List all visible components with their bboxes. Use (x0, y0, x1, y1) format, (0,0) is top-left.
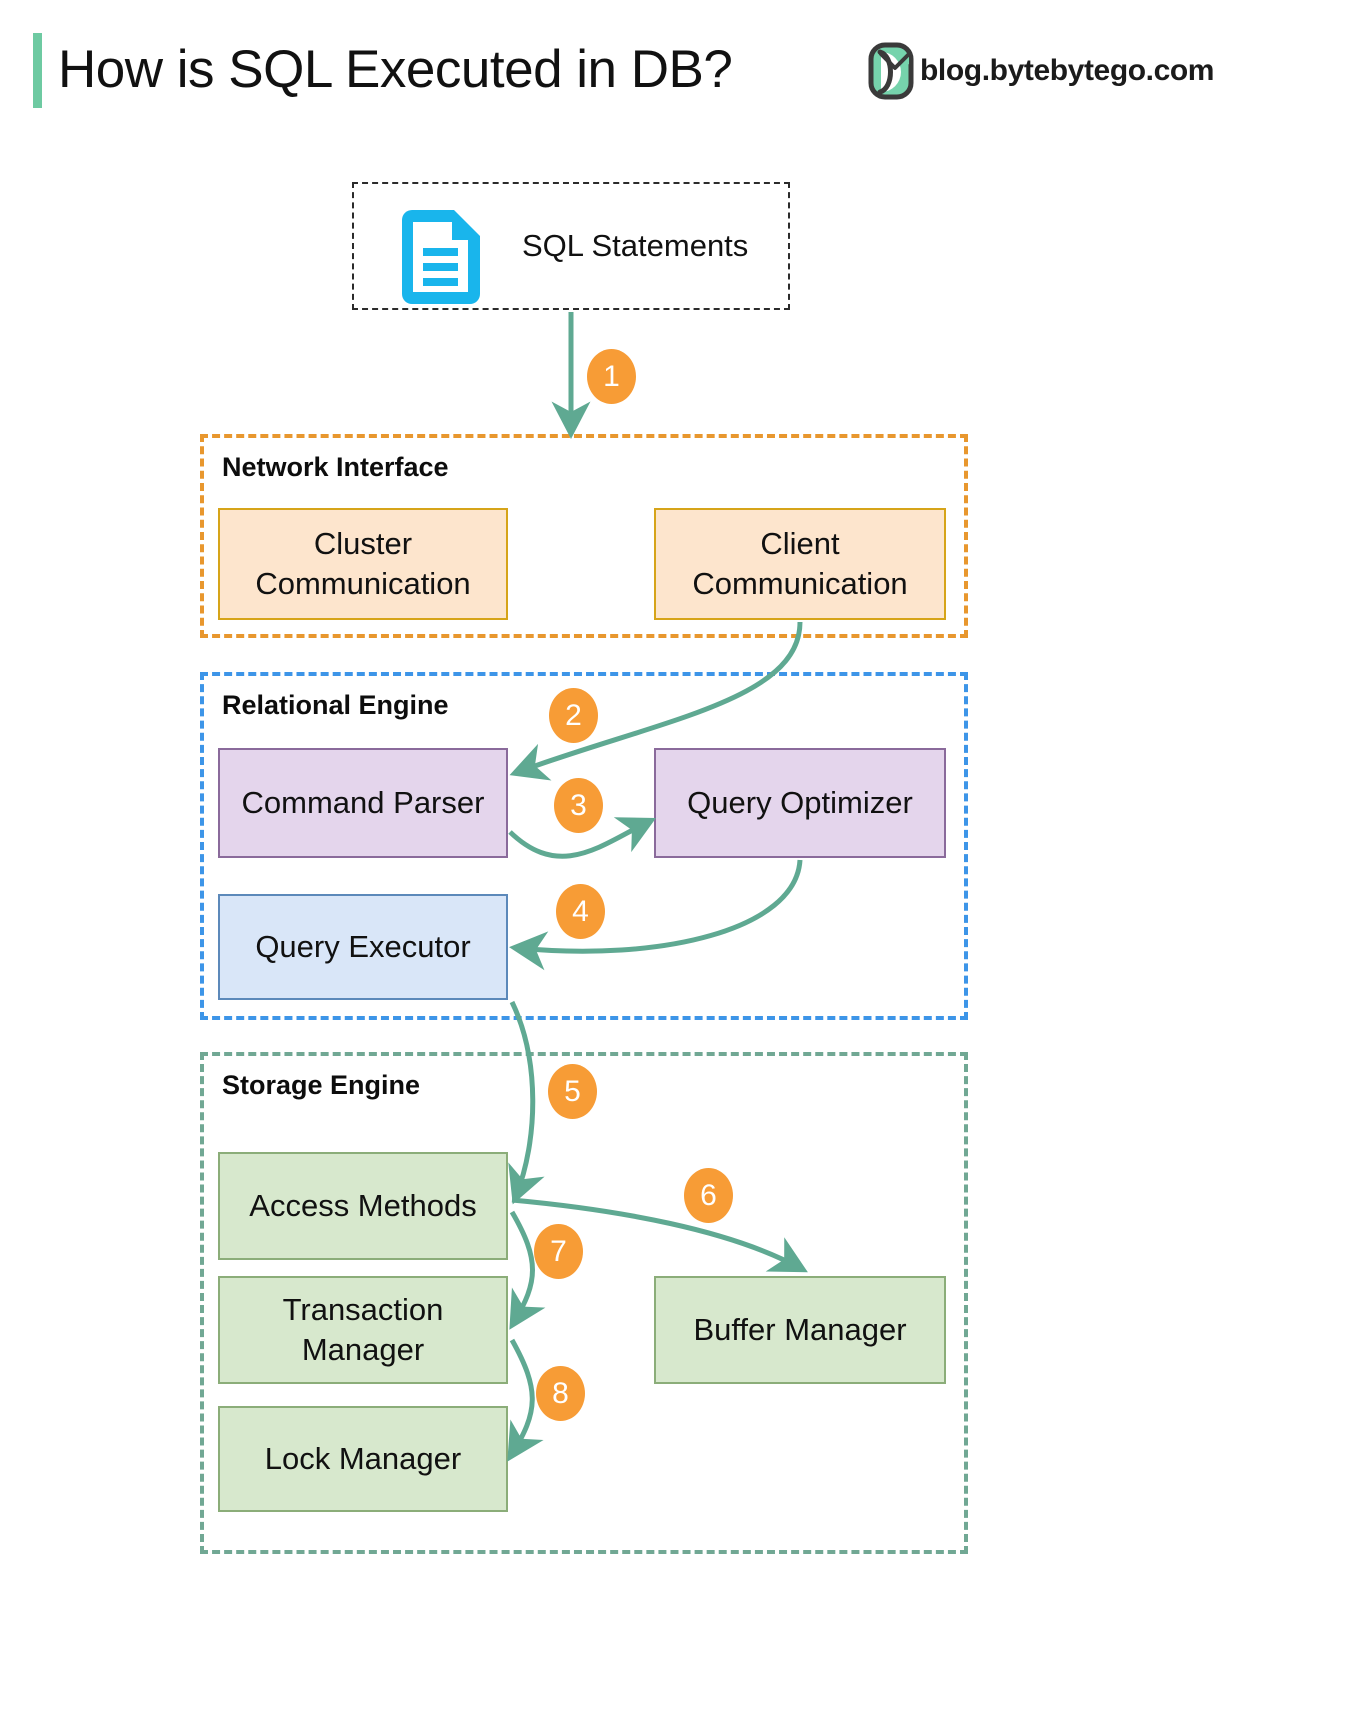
node-access-methods[interactable]: Access Methods (218, 1152, 508, 1260)
step-badge-7: 7 (534, 1224, 583, 1279)
step-badge-2: 2 (549, 688, 598, 743)
group-storage-engine-title: Storage Engine (222, 1070, 421, 1100)
node-client-communication[interactable]: Client Communication (654, 508, 946, 620)
step-badge-4: 4 (556, 884, 605, 939)
node-query-executor[interactable]: Query Executor (218, 894, 508, 1000)
step-badge-1: 1 (587, 349, 636, 404)
brand: blog.bytebytego.com (868, 40, 1214, 102)
node-query-optimizer[interactable]: Query Optimizer (654, 748, 946, 858)
node-transaction-manager-line2: Manager (301, 1332, 425, 1367)
brand-label: blog.bytebytego.com (920, 54, 1215, 87)
node-transaction-manager[interactable]: Transaction Manager (218, 1276, 508, 1384)
sql-statements-box: SQL Statements (352, 182, 790, 310)
node-cluster-communication-line2: Communication (255, 566, 471, 601)
title-accent-bar (33, 33, 42, 108)
page-title: How is SQL Executed in DB? (58, 40, 733, 99)
group-storage-engine: Storage Engine (200, 1052, 968, 1554)
step-badge-6: 6 (684, 1168, 733, 1223)
document-icon (402, 210, 480, 304)
node-transaction-manager-line1: Transaction (282, 1292, 444, 1327)
group-network-interface-title: Network Interface (222, 452, 449, 482)
step-badge-8: 8 (536, 1366, 585, 1421)
node-buffer-manager[interactable]: Buffer Manager (654, 1276, 946, 1384)
page-header: How is SQL Executed in DB? blog.bytebyte… (0, 0, 1358, 140)
node-lock-manager[interactable]: Lock Manager (218, 1406, 508, 1512)
step-badge-5: 5 (548, 1064, 597, 1119)
bytebytego-logo-icon (868, 42, 914, 100)
sql-statements-label: SQL Statements (522, 228, 749, 263)
node-cluster-communication-line1: Cluster (313, 526, 413, 561)
node-command-parser[interactable]: Command Parser (218, 748, 508, 858)
node-cluster-communication[interactable]: Cluster Communication (218, 508, 508, 620)
group-relational-engine-title: Relational Engine (222, 690, 449, 720)
node-client-communication-line1: Client (760, 526, 840, 561)
node-client-communication-line2: Communication (692, 566, 908, 601)
step-badge-3: 3 (554, 778, 603, 833)
